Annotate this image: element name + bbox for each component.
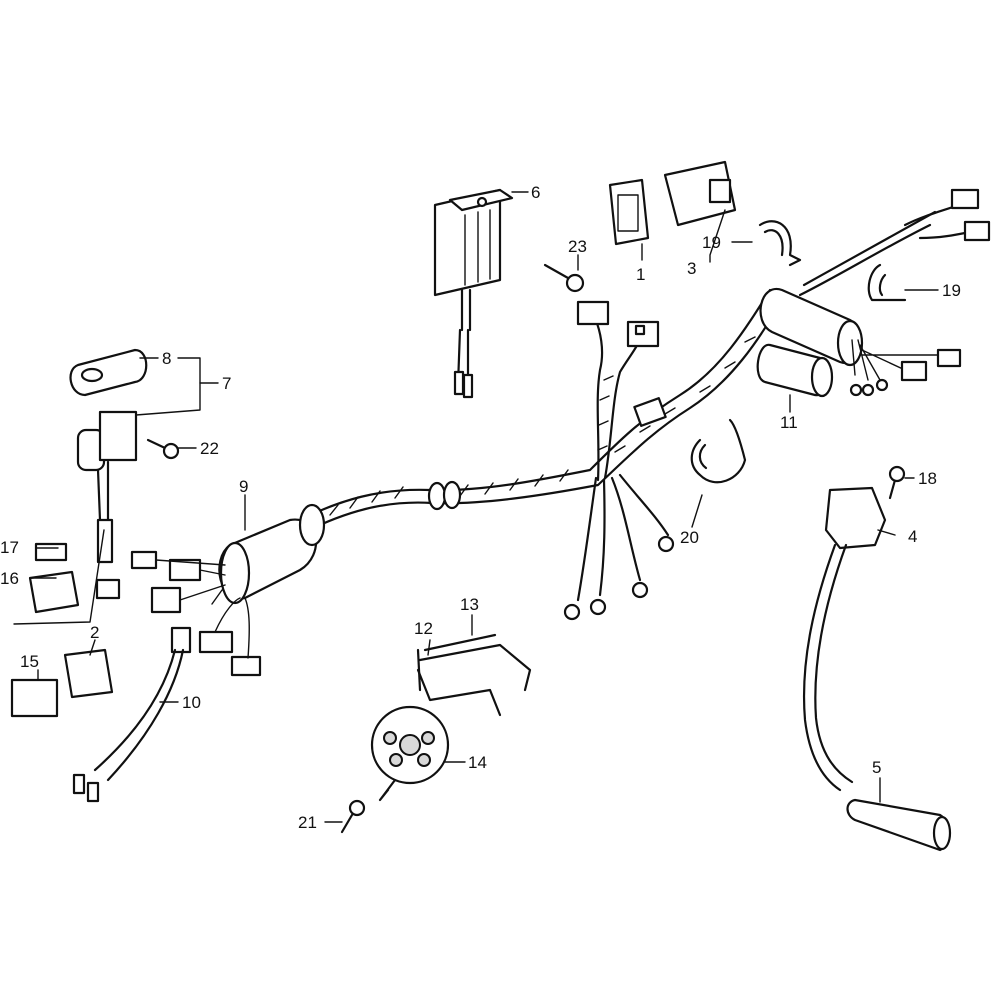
wire-clamps (690, 220, 907, 484)
callout-22: 22 (200, 439, 219, 458)
condenser-assembly (69, 348, 148, 600)
harness-end-cover (756, 188, 991, 398)
regulator-rectifier (433, 188, 514, 399)
callout-21: 21 (298, 813, 317, 832)
callout-19-upper: 19 (702, 233, 721, 252)
callout-10: 10 (182, 693, 201, 712)
callout-3: 3 (687, 259, 696, 278)
callout-1: 1 (636, 265, 645, 284)
callout-14: 14 (468, 753, 487, 772)
mounting-brackets (416, 633, 532, 717)
callout-6: 6 (531, 183, 540, 202)
callout-9: 9 (239, 477, 248, 496)
callout-13: 13 (460, 595, 479, 614)
callout-17: 17 (0, 538, 19, 557)
callout-23: 23 (568, 237, 587, 256)
sub-harness (72, 626, 192, 803)
callout-12: 12 (414, 619, 433, 638)
callout-4: 4 (908, 527, 917, 546)
relay-parts (608, 160, 737, 246)
callout-8: 8 (162, 349, 171, 368)
callout-2: 2 (90, 623, 99, 642)
callout-18: 18 (918, 469, 937, 488)
throttle-assembly (802, 486, 952, 852)
screws (146, 263, 906, 834)
callout-20: 20 (680, 528, 699, 547)
wire-harness (130, 288, 784, 677)
horn (370, 705, 450, 802)
callout-labels: 1 2 3 4 5 6 7 8 9 10 11 12 13 14 15 16 1… (0, 183, 961, 832)
callout-19-lower: 19 (942, 281, 961, 300)
leader-lines (29, 191, 939, 823)
callout-5: 5 (872, 758, 881, 777)
callout-16: 16 (0, 569, 19, 588)
callout-11: 11 (780, 413, 798, 432)
small-relays (10, 529, 114, 718)
callout-7: 7 (222, 374, 231, 393)
callout-15: 15 (20, 652, 39, 671)
